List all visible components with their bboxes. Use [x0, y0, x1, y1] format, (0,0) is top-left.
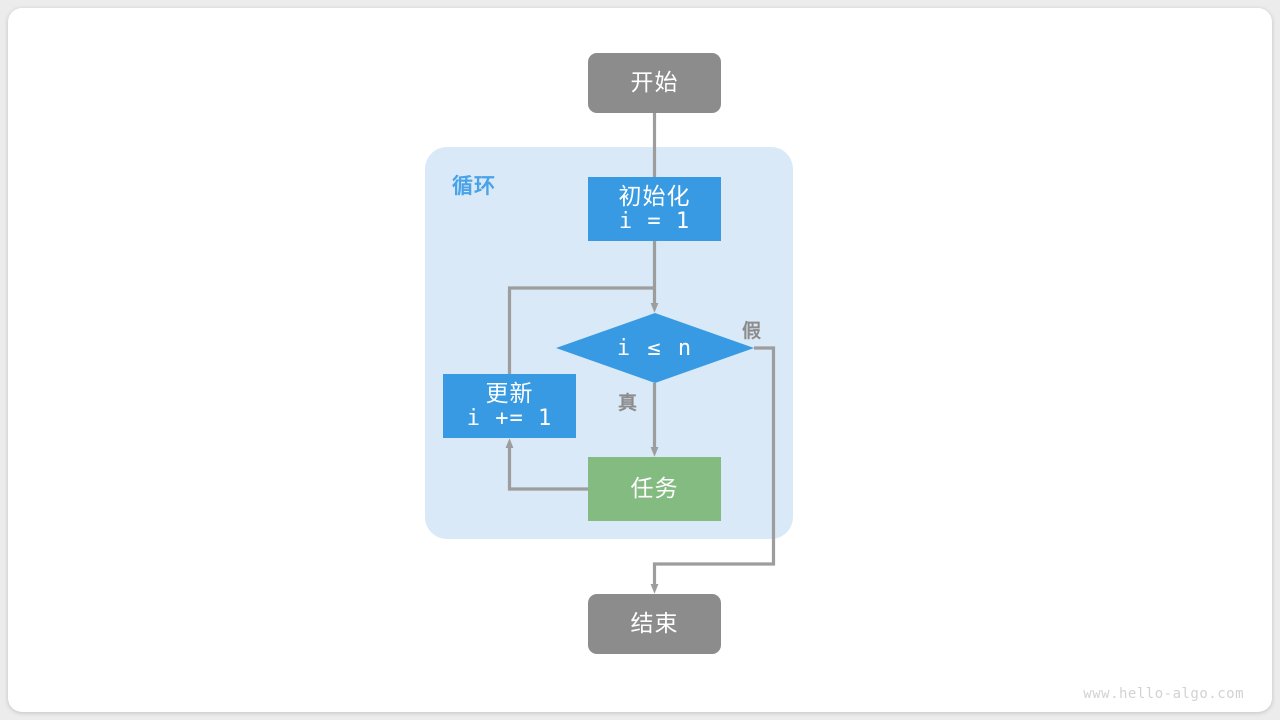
- node-init[interactable]: 初始化 i = 1: [588, 177, 721, 241]
- edge-label-false: 假: [742, 321, 762, 342]
- diagram-canvas: 循环: [8, 8, 1272, 712]
- node-end[interactable]: 结束: [588, 594, 721, 654]
- node-task[interactable]: 任务: [588, 457, 721, 521]
- node-start-label: 开始: [630, 69, 679, 96]
- wire-update-to-condition: [507, 286, 655, 374]
- node-end-label: 结束: [630, 610, 679, 637]
- node-start[interactable]: 开始: [588, 53, 721, 113]
- node-condition[interactable]: i ≤ n: [556, 313, 754, 383]
- node-update-label-line1: 更新: [485, 379, 534, 406]
- node-init-label-line1: 初始化: [618, 182, 691, 209]
- diamond-shape: [556, 313, 754, 383]
- edge-label-true: 真: [618, 393, 638, 414]
- loop-container-label: 循环: [452, 175, 496, 198]
- connector-wires: [505, 113, 776, 594]
- watermark-url: www.hello-algo.com: [1083, 686, 1244, 702]
- node-update-label-line2: i += 1: [466, 405, 553, 431]
- node-task-label: 任务: [630, 475, 679, 502]
- wire-task-to-update: [505, 438, 588, 491]
- node-init-label-line2: i = 1: [618, 208, 691, 234]
- diagram-stage: 循环: [8, 8, 1272, 712]
- node-condition-label: i ≤ n: [616, 335, 694, 361]
- wire-condition-false-to-end: [650, 346, 776, 594]
- node-update[interactable]: 更新 i += 1: [443, 374, 576, 438]
